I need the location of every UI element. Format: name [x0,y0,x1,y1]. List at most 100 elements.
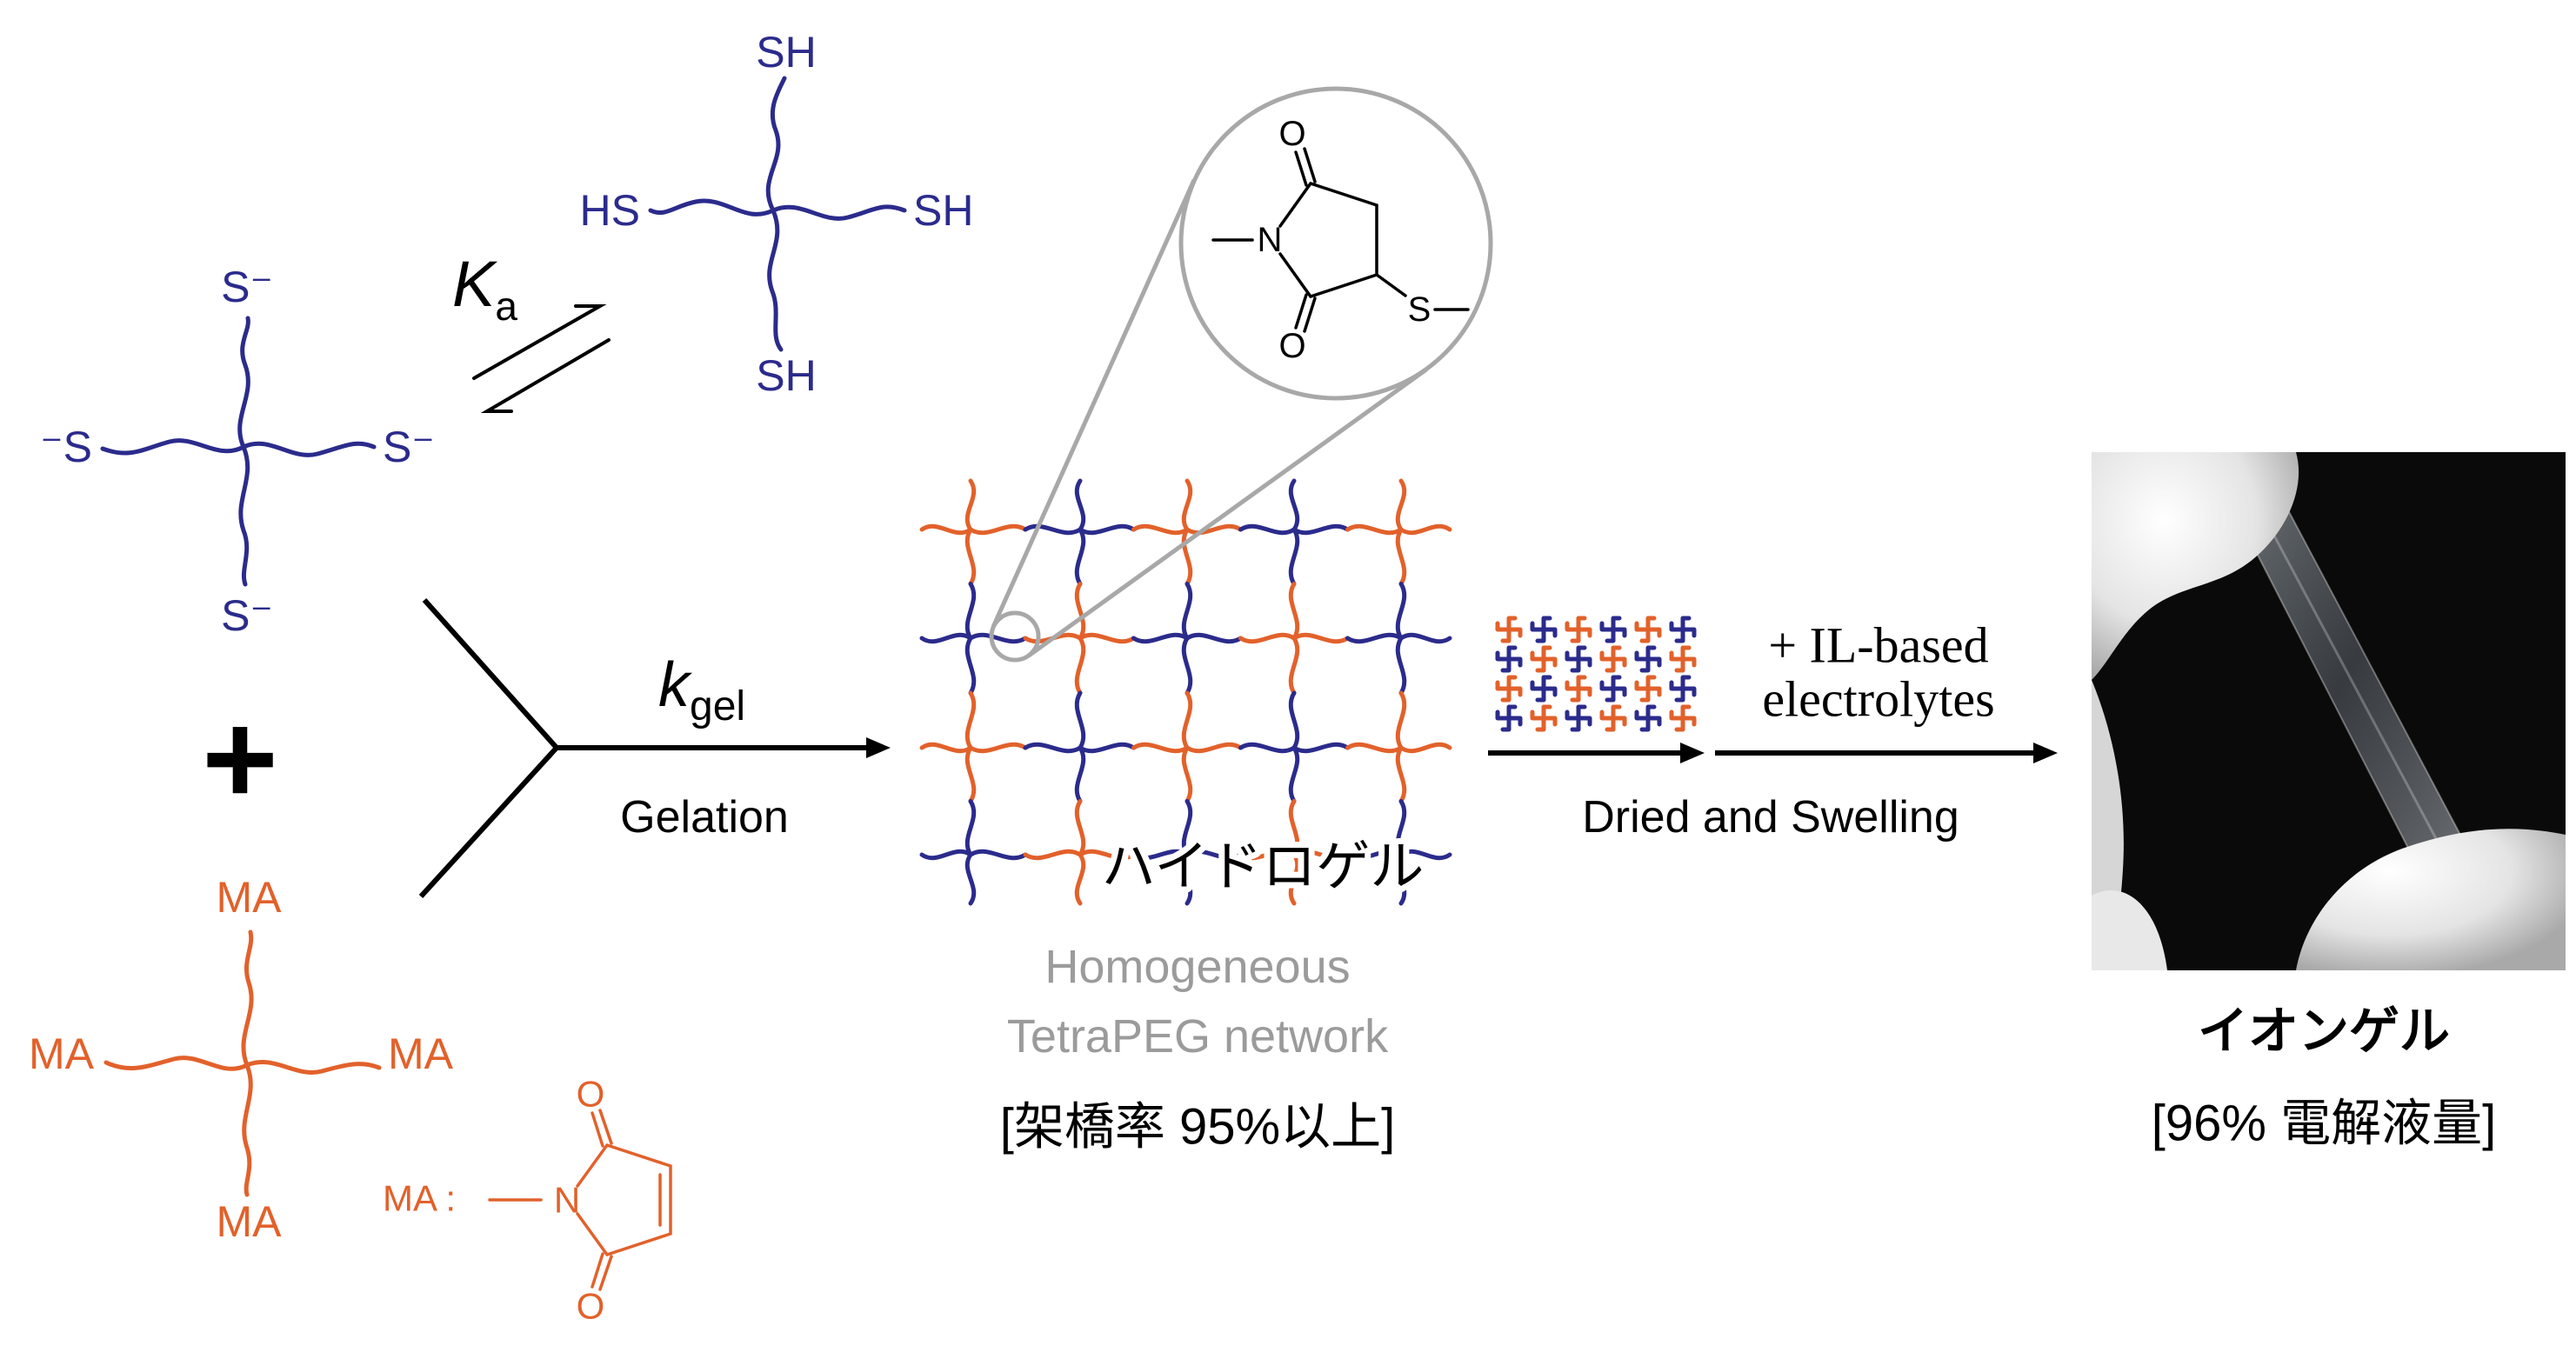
ma-label-bottom: MA [217,1197,283,1246]
ma-arm-right [244,1060,382,1075]
network-strand-orange [1345,523,1404,536]
network-strand-orange [1181,527,1193,586]
network-strand-blue [1074,690,1086,750]
network-strand-blue [1395,852,1407,906]
zoom-oxygen-bottom: O [1278,327,1305,365]
zoom-sulfur: S [1408,290,1431,329]
network-strand-blue [1078,523,1136,536]
network-strand-orange [1185,523,1243,536]
network-strand-orange [1398,523,1452,536]
gelation-label: Gelation [620,792,789,843]
magnifier-small-circle [989,610,1041,663]
thiolate-arm-top [237,316,250,450]
electrolyte-content: [96% 電解液量] [2152,1096,2496,1152]
network-strand-orange [1291,849,1350,861]
dried-network-unit [1530,675,1558,703]
dried-network-unit [1669,616,1697,643]
network-strand-blue [1398,849,1452,861]
network-strand-blue [919,632,973,644]
dried-network-unit [1530,645,1558,673]
ma-nitrogen: N [554,1180,580,1221]
reagent-line2: electrolytes [1762,671,1994,728]
network-strand-blue [919,849,973,861]
network-strand-orange [1288,799,1300,857]
kgel-k: k [658,650,693,720]
kgel-symbol: kgel [658,650,745,729]
thiolate-label-left: ⁻S [40,423,92,471]
thiol-arm-bottom [767,208,784,352]
magnifier [989,86,1493,663]
junction-upper-line [422,598,559,749]
network-strand-blue [1181,582,1193,641]
glove-bottom-left [2092,889,2167,970]
hydrogel-caption-line1: Homogeneous [1044,941,1350,993]
dried-network-unit [1634,675,1662,703]
acid-dissociation-equilibrium: Ka [452,248,611,413]
network-strand-blue [1395,636,1407,696]
ka-symbol: Ka [452,248,517,329]
network-strand-orange [1395,690,1407,750]
network-strand-blue [1074,745,1086,803]
network-strand-orange [1288,636,1300,696]
dried-network-unit [1669,675,1697,703]
network-strand-orange [1395,527,1407,586]
network-strand-blue [1185,632,1243,644]
thiolate-tetra-arm-polymer: S⁻ ⁻S S⁻ S⁻ [40,263,435,640]
network-strand-blue [1288,690,1300,750]
plus-sign: + [202,685,278,831]
network-strand-orange [1074,852,1086,906]
network-strand-blue [1288,478,1300,532]
network-strand-orange [1074,582,1086,641]
network-strand-orange [1291,632,1350,644]
dried-network-unit [1495,675,1523,703]
thiolate-arm-bottom [238,444,250,587]
ka-subscript: a [495,283,517,329]
network-strand-orange [968,523,1028,536]
network-strand-orange [1185,742,1243,754]
thiolate-arm-left [100,438,246,456]
network-strand-orange [1131,742,1190,754]
dried-network-unit [1495,645,1523,673]
drying-arrowhead [1680,743,1705,763]
dried-network-unit [1669,645,1697,673]
network-strand-orange [1181,690,1193,750]
dried-network-unit [1565,645,1592,673]
dried-network-unit [1599,616,1627,643]
network-strand-orange [964,745,977,803]
network-strand-orange [964,478,977,532]
zoom-oxygen-top: O [1278,115,1305,153]
network-strand-orange [964,690,977,750]
network-strand-orange [1023,849,1083,861]
network-strand-blue [1291,742,1350,754]
thiolate-label-right: S⁻ [383,423,435,471]
network-strand-blue [1288,527,1300,586]
thiolate-label-top: S⁻ [221,263,273,311]
reverse-harpoon-arrow [480,338,611,413]
network-strand-orange [1288,582,1300,641]
iongel-captions: イオンゲル [96% 電解液量] [2152,1003,2496,1152]
thiosuccinimide-linkage: N O O S [1211,115,1470,365]
zoom-carbonyl-top [1294,147,1317,187]
network-strand-blue [1023,523,1083,536]
hydrogel-label: ハイドロゲル [1102,837,1425,897]
network-strand-blue [1288,745,1300,803]
network-strand-orange [1074,636,1086,696]
network-strand-orange [1074,799,1086,857]
junction-lower-line [418,745,559,899]
ma-oxygen-bottom: O [577,1286,605,1327]
network-strand-orange [1078,632,1136,644]
network-strand-blue [1345,632,1404,644]
network-strand-blue [968,632,1028,644]
network-strand-orange [1238,849,1297,861]
network-strand-blue [1238,523,1297,536]
dried-network-unit [1565,675,1592,703]
crosslinking-ratio: [架橋率 95%以上] [1000,1099,1395,1156]
network-strand-blue [1181,636,1193,696]
network-strand-blue [1185,849,1243,861]
iongel-label: イオンゲル [2198,1003,2450,1060]
network-strand-blue [964,582,977,641]
dried-network-unit [1669,704,1697,732]
ma-oxygen-top: O [577,1074,605,1115]
network-strand-blue [1131,632,1190,644]
magnifier-guide-line-right [1027,367,1428,658]
